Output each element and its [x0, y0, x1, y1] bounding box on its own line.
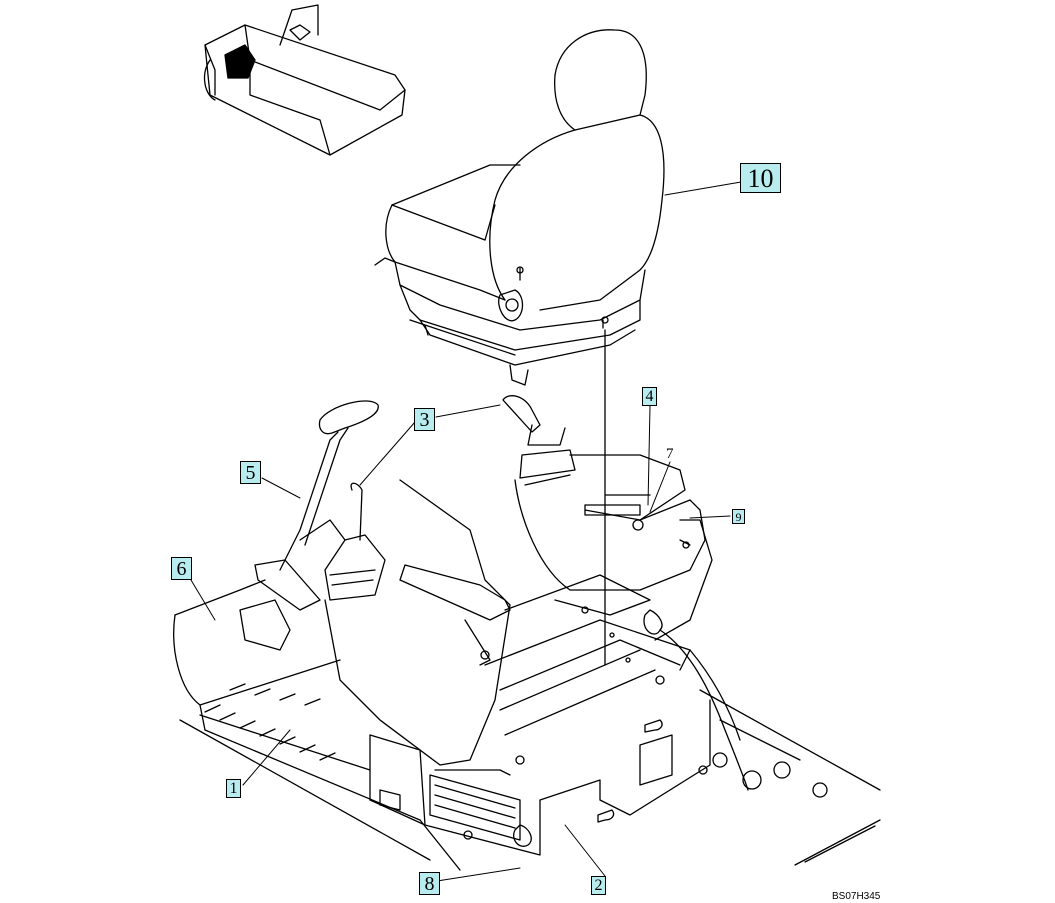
callout-2: 2 — [591, 876, 606, 895]
drawing-code: BS07H345 — [832, 891, 881, 902]
cab-floor-plate — [173, 579, 881, 871]
callout-9: 9 — [732, 509, 745, 524]
left-control-console — [254, 400, 511, 766]
callout-4: 4 — [642, 387, 657, 406]
seat-base-frame — [369, 574, 749, 856]
callout-1: 1 — [226, 779, 241, 798]
callout-5: 5 — [240, 461, 261, 484]
callout-7: 7 — [666, 446, 674, 462]
fasteners — [463, 606, 708, 840]
callout-10: 10 — [740, 163, 781, 193]
callout-3: 3 — [414, 408, 435, 431]
right-control-console — [502, 395, 713, 641]
callout-6: 6 — [171, 557, 192, 580]
leader-lines — [190, 181, 742, 882]
seat-inset-view — [203, 4, 406, 156]
operator-seat — [374, 29, 665, 386]
callout-8: 8 — [419, 872, 440, 895]
